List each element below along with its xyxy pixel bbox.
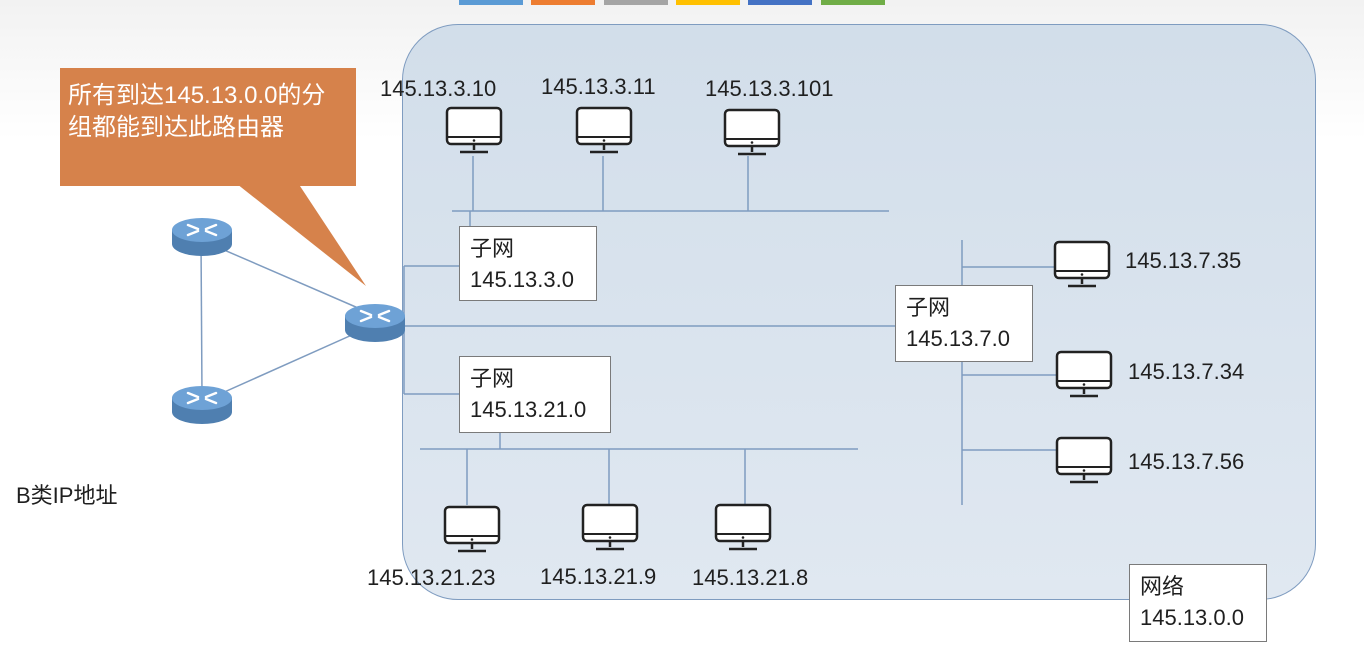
subnet-label: 子网	[470, 366, 515, 391]
network-label: 网络	[1140, 574, 1185, 599]
link-router-top	[200, 239, 373, 315]
host-address: 145.13.7.34	[1128, 359, 1245, 384]
subnet-address: 145.13.7.0	[906, 326, 1010, 351]
subnet-box-3: 子网 145.13.3.0	[459, 226, 597, 301]
swatch-1	[459, 0, 523, 5]
subnet-address: 145.13.21.0	[470, 397, 587, 422]
host-address: 145.13.21.9	[540, 564, 657, 589]
host-address: 145.13.3.101	[705, 76, 834, 101]
monitor-icon	[1053, 240, 1111, 288]
host-address: 145.13.21.23	[367, 565, 496, 590]
link-router-left	[200, 239, 203, 397]
subnet-label: 子网	[906, 295, 951, 320]
subnet-address: 145.13.3.0	[470, 267, 574, 292]
monitor-icon	[1055, 436, 1113, 484]
swatch-6	[821, 0, 885, 5]
swatch-2	[531, 0, 595, 5]
swatch-5	[748, 0, 812, 5]
host-address: 145.13.3.10	[380, 76, 497, 101]
subnet-box-7: 子网 145.13.7.0	[895, 285, 1033, 362]
monitor-icon	[723, 108, 781, 156]
host-address: 145.13.7.56	[1128, 449, 1245, 474]
monitor-icon	[581, 503, 639, 551]
router-icon	[172, 218, 232, 256]
host-address: 145.13.7.35	[1125, 248, 1242, 273]
callout-pointer	[232, 180, 366, 286]
monitor-icon	[1055, 350, 1113, 398]
host-address: 145.13.21.8	[692, 565, 809, 590]
router-icon	[345, 304, 405, 342]
router-icon	[172, 386, 232, 424]
network-box: 网络 145.13.0.0	[1129, 564, 1267, 642]
monitor-icon	[443, 505, 501, 553]
monitor-icon	[714, 503, 772, 551]
host-address: 145.13.3.11	[541, 74, 656, 99]
ip-class-label: B类IP地址	[16, 483, 118, 508]
subnet-box-21: 子网 145.13.21.0	[459, 356, 611, 433]
network-area	[402, 24, 1316, 600]
subnet-label: 子网	[470, 236, 515, 261]
monitor-icon	[445, 106, 503, 154]
router-callout: 所有到达145.13.0.0的分组都能到达此路由器	[60, 68, 356, 186]
swatch-3	[604, 0, 668, 5]
monitor-icon	[575, 106, 633, 154]
link-router-bottom	[201, 325, 373, 403]
network-address: 145.13.0.0	[1140, 605, 1244, 630]
swatch-4	[676, 0, 740, 5]
